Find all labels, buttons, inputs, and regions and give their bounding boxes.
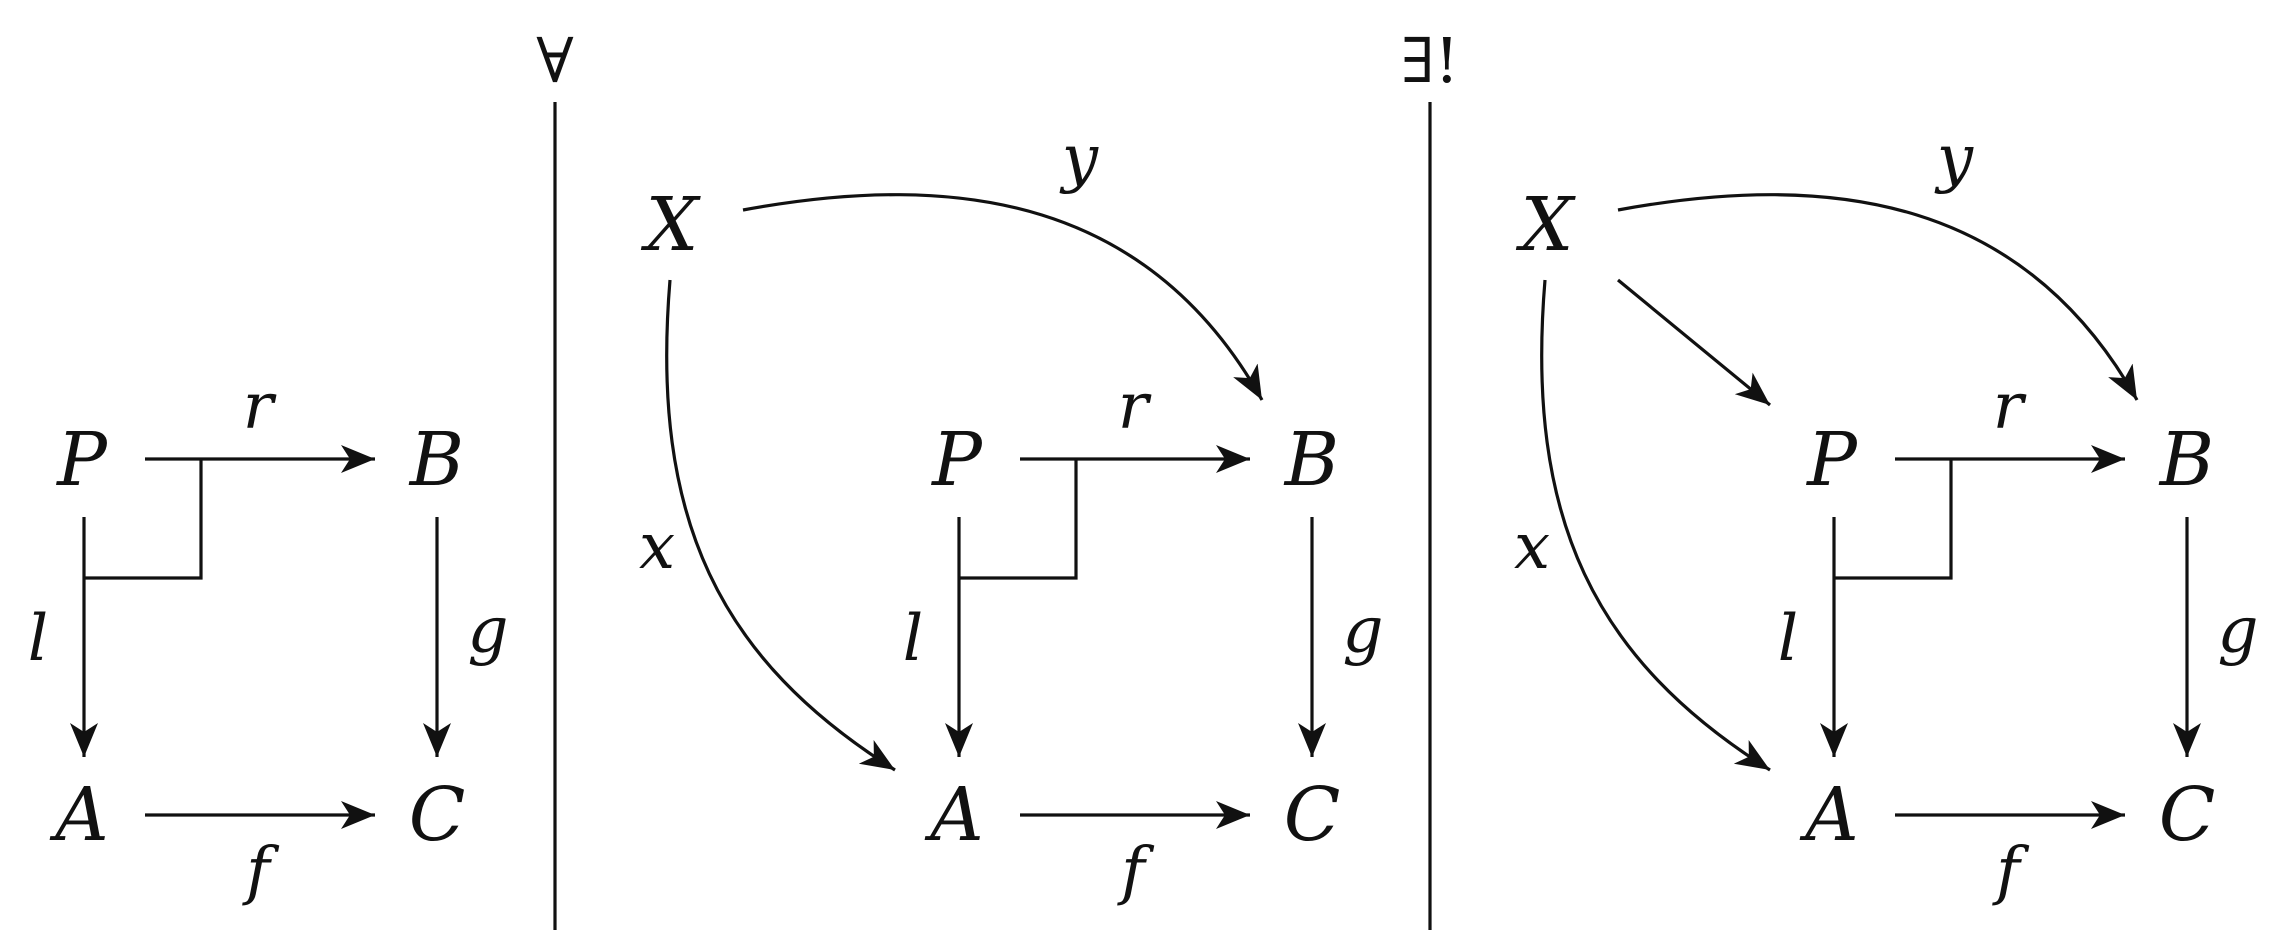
arrow-x — [1540, 279, 1771, 772]
arrow-x — [665, 279, 896, 772]
node-A: A — [924, 772, 983, 858]
node-P: P — [930, 417, 983, 503]
pullback-corner-mark — [959, 459, 1078, 580]
node-X: X — [641, 182, 702, 268]
label-r: r — [1993, 370, 2027, 444]
label-l: l — [1778, 602, 1798, 676]
arrow-unique-mediator — [1616, 278, 1772, 407]
forall-label: ∀ — [536, 24, 574, 97]
arrow-y — [1617, 193, 2139, 401]
node-A: A — [1799, 772, 1858, 858]
label-f: f — [1992, 834, 2030, 908]
node-P: P — [55, 417, 108, 503]
node-C: C — [2159, 772, 2216, 858]
label-f: f — [1117, 834, 1155, 908]
node-B: B — [1283, 417, 1339, 503]
exists-unique-label: ∃! — [1401, 24, 1460, 97]
label-g: g — [468, 594, 509, 668]
label-x: x — [1514, 510, 1550, 584]
node-B: B — [408, 417, 464, 503]
label-r: r — [1118, 370, 1152, 444]
node-C: C — [409, 772, 466, 858]
forall-separator: ∀ — [536, 24, 574, 930]
node-A: A — [49, 772, 108, 858]
label-l: l — [903, 602, 923, 676]
label-g: g — [1343, 594, 1384, 668]
node-P: P — [1805, 417, 1858, 503]
pullback-corner-mark — [84, 459, 203, 580]
node-X: X — [1516, 182, 1577, 268]
label-l: l — [28, 602, 48, 676]
label-x: x — [639, 510, 675, 584]
label-r: r — [243, 370, 277, 444]
panel-square: P B A C r l g f — [28, 370, 509, 908]
label-g: g — [2218, 594, 2259, 668]
label-y: y — [1934, 122, 1974, 196]
arrow-y — [742, 193, 1264, 401]
label-y: y — [1059, 122, 1099, 196]
node-B: B — [2158, 417, 2214, 503]
pullback-corner-mark — [1834, 459, 1953, 580]
panel-cone: X P B A C y x r l g f — [639, 122, 1384, 908]
node-C: C — [1284, 772, 1341, 858]
exists-unique-separator: ∃! — [1401, 24, 1460, 930]
panel-factorization: X P B A C y x r l g f — [1514, 122, 2259, 908]
label-f: f — [242, 834, 280, 908]
